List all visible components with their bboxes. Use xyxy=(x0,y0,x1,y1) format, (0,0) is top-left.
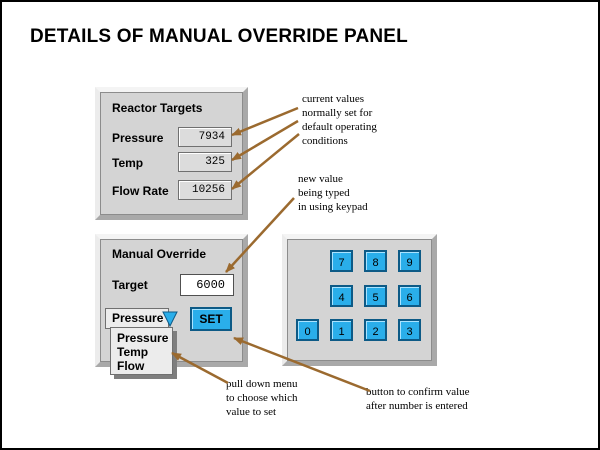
key-8[interactable]: 8 xyxy=(364,250,387,272)
key-2[interactable]: 2 xyxy=(364,319,387,341)
flow-rate-value: 10256 xyxy=(178,180,232,200)
temp-label: Temp xyxy=(112,156,144,170)
arrow-to-set xyxy=(233,336,371,393)
dropdown-option-flow[interactable]: Flow xyxy=(117,359,145,373)
dropdown-option-pressure[interactable]: Pressure xyxy=(117,331,169,345)
annotation-confirm: button to confirm value after number is … xyxy=(366,386,470,412)
arrow-to-dropdown xyxy=(171,351,229,385)
key-7[interactable]: 7 xyxy=(330,250,353,272)
reactor-targets-panel: Reactor Targets Pressure 7934 Temp 325 F… xyxy=(95,87,248,220)
annotation-current-values: current values normally set for default … xyxy=(302,93,377,147)
keypad-panel: 7 8 9 4 5 6 0 1 2 3 xyxy=(282,234,437,366)
temp-value: 325 xyxy=(178,152,232,172)
reactor-targets-heading: Reactor Targets xyxy=(112,101,203,115)
pressure-value: 7934 xyxy=(178,127,232,147)
flow-rate-label: Flow Rate xyxy=(112,184,169,198)
dropdown-option-temp[interactable]: Temp xyxy=(117,345,149,359)
key-1[interactable]: 1 xyxy=(330,319,353,341)
variable-select[interactable]: Pressure xyxy=(105,308,169,329)
key-4[interactable]: 4 xyxy=(330,285,353,307)
arrow-to-target xyxy=(225,197,295,273)
key-0[interactable]: 0 xyxy=(296,319,319,341)
variable-dropdown-list: Pressure Temp Flow xyxy=(110,327,173,375)
key-3[interactable]: 3 xyxy=(398,319,421,341)
manual-override-heading: Manual Override xyxy=(112,247,207,261)
arrow-to-pressure xyxy=(231,106,299,137)
chevron-down-icon[interactable] xyxy=(162,310,178,328)
set-button[interactable]: SET xyxy=(190,307,232,331)
key-6[interactable]: 6 xyxy=(398,285,421,307)
annotation-new-value: new value being typed in using keypad xyxy=(298,173,368,213)
target-label: Target xyxy=(112,278,148,292)
target-input[interactable]: 6000 xyxy=(180,274,234,296)
pressure-label: Pressure xyxy=(112,131,164,145)
page-title: DETAILS OF MANUAL OVERRIDE PANEL xyxy=(30,26,408,47)
arrow-to-temp xyxy=(231,119,299,162)
annotation-pulldown: pull down menu to choose which value to … xyxy=(226,378,298,418)
key-9[interactable]: 9 xyxy=(398,250,421,272)
arrow-to-flow-rate xyxy=(231,133,300,190)
key-5[interactable]: 5 xyxy=(364,285,387,307)
